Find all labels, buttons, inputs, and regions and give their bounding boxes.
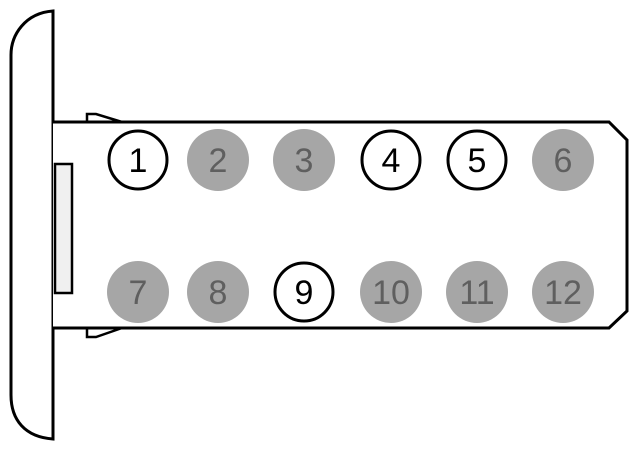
pin-circle: [532, 129, 594, 191]
pin-label: 7: [129, 274, 148, 312]
pin-label: 9: [295, 274, 314, 312]
pin-5: 5: [446, 129, 508, 191]
pin-circle: [360, 129, 422, 191]
pin-circle: [107, 129, 169, 191]
pin-6: 6: [532, 129, 594, 191]
pin-circle: [360, 261, 422, 323]
pin-1: 1: [107, 129, 169, 191]
pin-circle: [187, 129, 249, 191]
pin-circle: [446, 129, 508, 191]
pin-circle: [273, 129, 335, 191]
connector-flange: [9, 9, 55, 441]
pin-label: 8: [209, 274, 228, 312]
pin-circle: [532, 261, 594, 323]
pin-circle: [107, 261, 169, 323]
pin-label: 12: [544, 274, 582, 312]
pin-label: 3: [295, 142, 314, 180]
pin-4: 4: [360, 129, 422, 191]
pin-12: 12: [532, 261, 594, 323]
pin-11: 11: [446, 261, 508, 323]
pin-label: 11: [459, 274, 494, 312]
pin-label: 6: [554, 142, 573, 180]
pin-label: 4: [382, 142, 401, 180]
pin-8: 8: [187, 261, 249, 323]
pin-7: 7: [107, 261, 169, 323]
pin-circle: [446, 261, 508, 323]
pin-label: 1: [129, 142, 148, 180]
pin-9: 9: [273, 261, 335, 323]
latch-window: [53, 162, 74, 295]
pin-circle: [187, 261, 249, 323]
pin-3: 3: [273, 129, 335, 191]
pin-label: 10: [372, 274, 410, 312]
pin-label: 5: [468, 142, 487, 180]
pin-circle: [273, 261, 335, 323]
pin-2: 2: [187, 129, 249, 191]
pin-label: 2: [209, 142, 228, 180]
pin-10: 10: [360, 261, 422, 323]
